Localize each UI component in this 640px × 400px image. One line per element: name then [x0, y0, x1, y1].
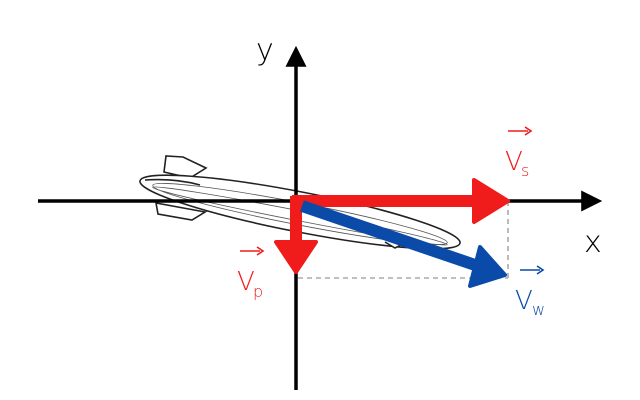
vector-vw [300, 200, 507, 288]
label-vs: V s [505, 126, 533, 180]
vector-vs [292, 178, 510, 224]
svg-text:w: w [532, 300, 545, 319]
x-axis-label: x [584, 225, 602, 260]
label-vp: V p [237, 246, 265, 301]
y-axis-label: y [256, 33, 274, 68]
vector-vp [274, 196, 318, 274]
svg-text:V: V [515, 286, 533, 316]
svg-text:V: V [237, 267, 255, 297]
lower-fin [155, 202, 208, 221]
svg-text:p: p [253, 282, 263, 301]
svg-text:s: s [521, 161, 529, 180]
svg-text:V: V [505, 147, 523, 177]
label-vw: V w [515, 265, 545, 319]
